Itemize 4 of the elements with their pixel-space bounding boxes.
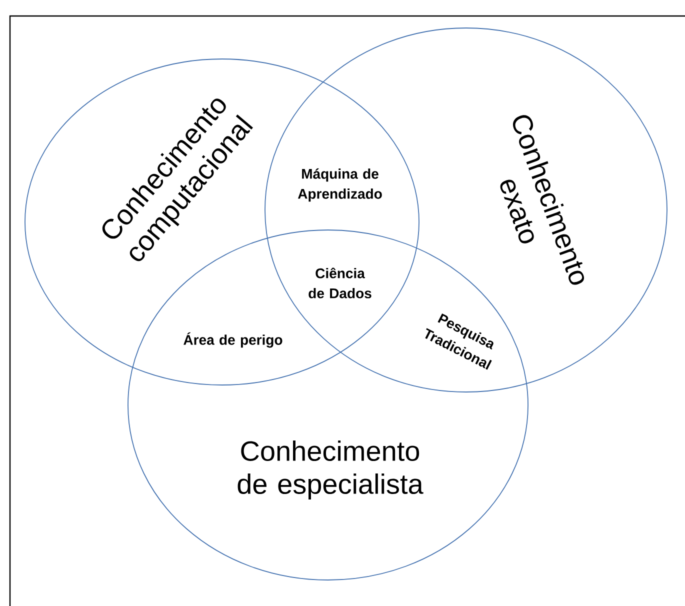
circle-label: Conhecimento de especialista bbox=[238, 440, 424, 500]
region-label: Máquina de Aprendizado bbox=[298, 168, 382, 202]
region-label: Ciência de Dados bbox=[308, 268, 372, 298]
region-label: Área de perigo bbox=[184, 332, 282, 348]
